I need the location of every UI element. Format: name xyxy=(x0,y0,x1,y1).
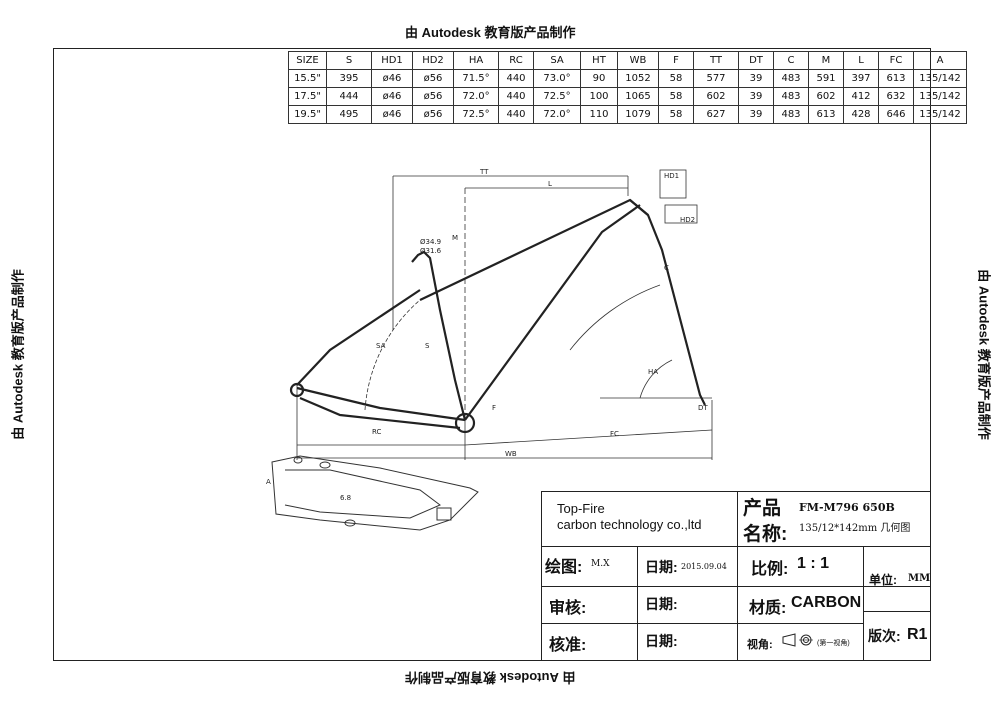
top-tube xyxy=(419,198,649,301)
label-fc: FC xyxy=(610,430,619,438)
geometry-cell: 495 xyxy=(326,105,372,124)
drawing-border xyxy=(53,48,931,661)
name-label: 名称: xyxy=(743,524,788,545)
label-six: 6.8 xyxy=(340,494,351,502)
label-d2: Ø31.6 xyxy=(420,247,442,255)
geometry-cell: ø56 xyxy=(412,105,454,124)
label-ha: HA xyxy=(648,368,658,376)
seat-stay xyxy=(296,289,421,386)
label-m: M xyxy=(452,234,458,242)
geometry-cell: 135/142 xyxy=(913,105,967,124)
swingarm-outline xyxy=(271,455,479,531)
geometry-cell: 1079 xyxy=(617,105,659,124)
unit-label: 单位: xyxy=(869,573,897,587)
company-line1: Top-Fire xyxy=(557,501,605,516)
ha-arc xyxy=(639,359,673,399)
material-label: 材质: xyxy=(749,600,787,617)
date3-label: 日期: xyxy=(645,633,678,649)
product-model: FM-M796 650B xyxy=(799,501,895,514)
company-line2: carbon technology co.,ltd xyxy=(557,517,702,532)
hd1-box xyxy=(659,169,687,199)
title-block: Top-Fire carbon technology co.,ltd 产品 名称… xyxy=(541,491,931,661)
label-s: S xyxy=(425,342,430,350)
view-note: (第一视角) xyxy=(817,640,850,647)
label-hd2: HD2 xyxy=(680,216,695,224)
fork xyxy=(629,199,706,406)
label-sa: SA xyxy=(376,342,386,350)
scale-label: 比例: xyxy=(751,561,789,578)
label-a: A xyxy=(266,478,271,486)
label-l: L xyxy=(548,180,552,188)
sa-arc xyxy=(364,299,421,411)
first-angle-projection-icon xyxy=(781,632,817,653)
rear-dropout xyxy=(289,382,305,398)
revision-label: 版次: xyxy=(868,628,901,644)
label-c: C xyxy=(664,264,669,272)
scale-value: 1 : 1 xyxy=(797,555,830,572)
unit-value: MM xyxy=(908,573,931,584)
dim-line-fc xyxy=(464,429,713,446)
approve-label: 核准: xyxy=(549,637,587,654)
geometry-cell: 428 xyxy=(843,105,879,124)
view-label: 视角: xyxy=(747,639,773,651)
drawn-by: M.X xyxy=(591,559,610,569)
label-rc: RC xyxy=(372,428,382,436)
down-tube xyxy=(464,204,641,421)
label-wb: WB xyxy=(505,450,517,458)
label-hd1: HD1 xyxy=(664,172,679,180)
revision-value: R1 xyxy=(907,626,928,643)
product-spec: 135/12*142mm 几何图 xyxy=(799,523,911,534)
label-tt: TT xyxy=(479,168,489,176)
c-arc xyxy=(569,284,661,351)
label-d1: Ø34.9 xyxy=(420,238,441,246)
geometry-cell: 19.5" xyxy=(288,105,327,124)
drawn-label: 绘图: xyxy=(545,559,583,576)
hd2-box xyxy=(664,204,698,224)
review-label: 审核: xyxy=(549,600,587,617)
bottom-bracket xyxy=(454,412,476,434)
seat-tube xyxy=(411,250,467,421)
chain-stay xyxy=(296,386,466,422)
date-value: 2015.09.04 xyxy=(681,562,727,571)
watermark-top: 由 Autodesk 教育版产品制作 xyxy=(405,25,576,40)
material-value: CARBON xyxy=(791,594,862,611)
date-label: 日期: xyxy=(645,559,678,575)
label-f: F xyxy=(492,404,496,412)
date2-label: 日期: xyxy=(645,596,678,612)
label-dt: DT xyxy=(698,404,708,412)
product-label: 产品 xyxy=(743,498,782,519)
